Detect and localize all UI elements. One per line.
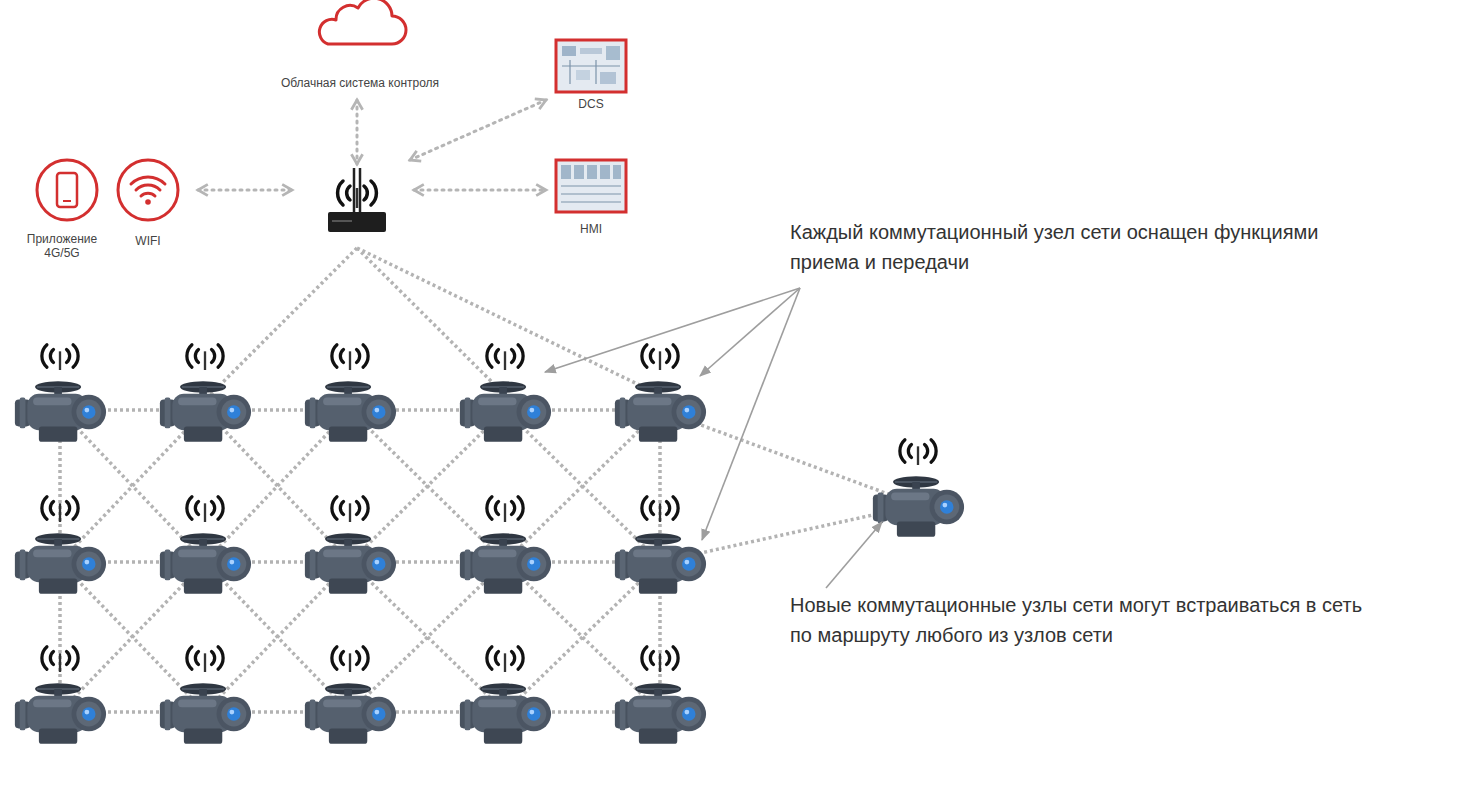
icon-node: DCS (541, 36, 641, 115)
dcs-screen (556, 40, 626, 92)
icon-node: Приложение 4G/5G (22, 156, 112, 264)
node-label: HMI (541, 222, 641, 236)
node-label: Облачная система контроля (260, 76, 460, 90)
icon-node: HMI (541, 156, 641, 240)
actuator-grid (15, 345, 964, 744)
node-label: Приложение 4G/5G (22, 232, 102, 260)
icon-node: Облачная система контроля (260, 0, 460, 94)
callout-note: Новые коммутационные узлы сети могут вст… (790, 590, 1380, 650)
router-icon (328, 168, 386, 232)
hmi-screen (556, 160, 626, 212)
wifi-icon (118, 160, 178, 220)
leader-lines (545, 288, 882, 588)
callout-note: Каждый коммутационный узел сети оснащен … (790, 217, 1380, 277)
node-label: DCS (541, 97, 641, 111)
gateway-links (198, 100, 546, 190)
mesh-links (60, 248, 918, 712)
cloud-icon (319, 0, 406, 44)
node-label: WIFI (108, 234, 188, 248)
icon-node: WIFI (108, 156, 188, 252)
phone-icon (37, 160, 97, 220)
